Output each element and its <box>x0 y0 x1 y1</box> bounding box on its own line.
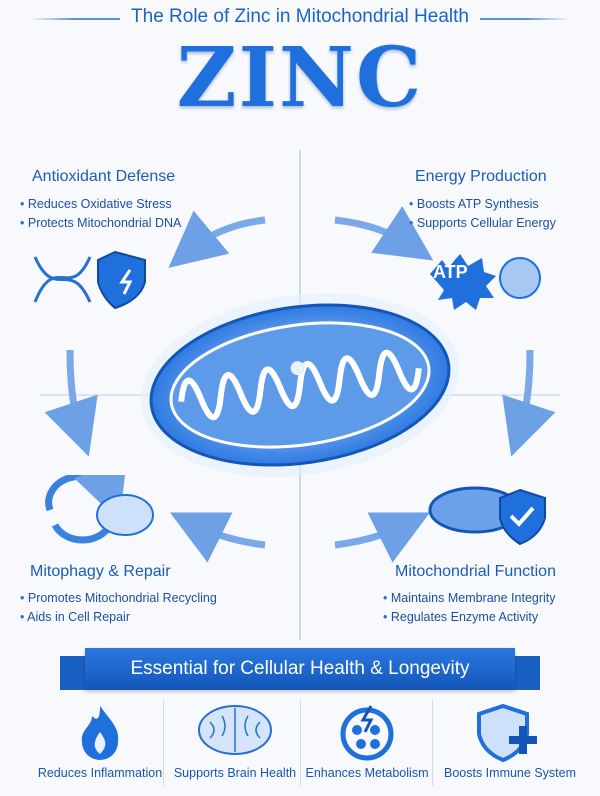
section-mitophagy-repair: Mitophagy & Repair Promotes Mitochondria… <box>27 563 217 627</box>
bullet: Protects Mitochondrial DNA <box>20 214 182 233</box>
divider <box>163 700 164 786</box>
benefit-enhances-metabolism: Enhances Metabolism <box>292 698 442 790</box>
bullet: Reduces Oxidative Stress <box>20 195 181 214</box>
divider <box>30 18 120 20</box>
flame-icon <box>81 706 119 760</box>
section-title: Mitochondrial Function <box>395 563 556 580</box>
section-energy-production: Energy Production Boosts ATP SynthesisSu… <box>415 168 556 233</box>
dna-shield-icon <box>33 250 146 310</box>
arrow-icon <box>334 206 434 261</box>
benefit-boosts-immune-system: Boosts Immune System <box>435 698 585 790</box>
divider <box>432 700 433 786</box>
metabolism-icon <box>340 705 394 761</box>
benefit-reduces-inflammation: Reduces Inflammation <box>25 698 175 790</box>
bullet: Promotes Mitochondrial Recycling <box>20 589 217 608</box>
bullet: Boosts ATP Synthesis <box>409 195 556 214</box>
bullet: Maintains Membrane Integrity <box>383 589 556 608</box>
shield-plus-icon <box>477 703 537 763</box>
bullet: Aids in Cell Repair <box>20 608 217 627</box>
banner: Essential for Cellular Health & Longevit… <box>85 648 515 690</box>
bullet: Regulates Enzyme Activity <box>383 608 556 627</box>
recycle-icon <box>45 475 154 544</box>
section-title: Antioxidant Defense <box>32 168 176 185</box>
arrow-icon <box>169 512 266 563</box>
brain-icon <box>198 705 272 755</box>
check-shield-icon <box>428 486 546 546</box>
cycle-diagram <box>40 150 560 640</box>
mitochondrion-illustration <box>141 293 459 477</box>
section-antioxidant-defense: Antioxidant Defense Reduces Oxidative St… <box>28 168 182 233</box>
bullet: Supports Cellular Energy <box>409 214 556 233</box>
section-title: Mitophagy & Repair <box>30 563 171 580</box>
benefit-supports-brain-health: Supports Brain Health <box>160 698 310 790</box>
arrow-icon <box>334 512 431 563</box>
subtitle: The Role of Zinc in Mitochondrial Health <box>0 6 600 28</box>
section-title: Energy Production <box>415 168 547 185</box>
page-title: ZINC <box>176 30 424 126</box>
arrow-icon <box>502 349 556 457</box>
divider <box>300 700 301 786</box>
atp-label: ATP <box>433 262 468 282</box>
arrow-icon <box>44 349 98 457</box>
atp-icon <box>430 254 541 310</box>
arrow-icon <box>168 210 266 268</box>
section-mitochondrial-function: Mitochondrial Function Maintains Membran… <box>391 563 556 627</box>
